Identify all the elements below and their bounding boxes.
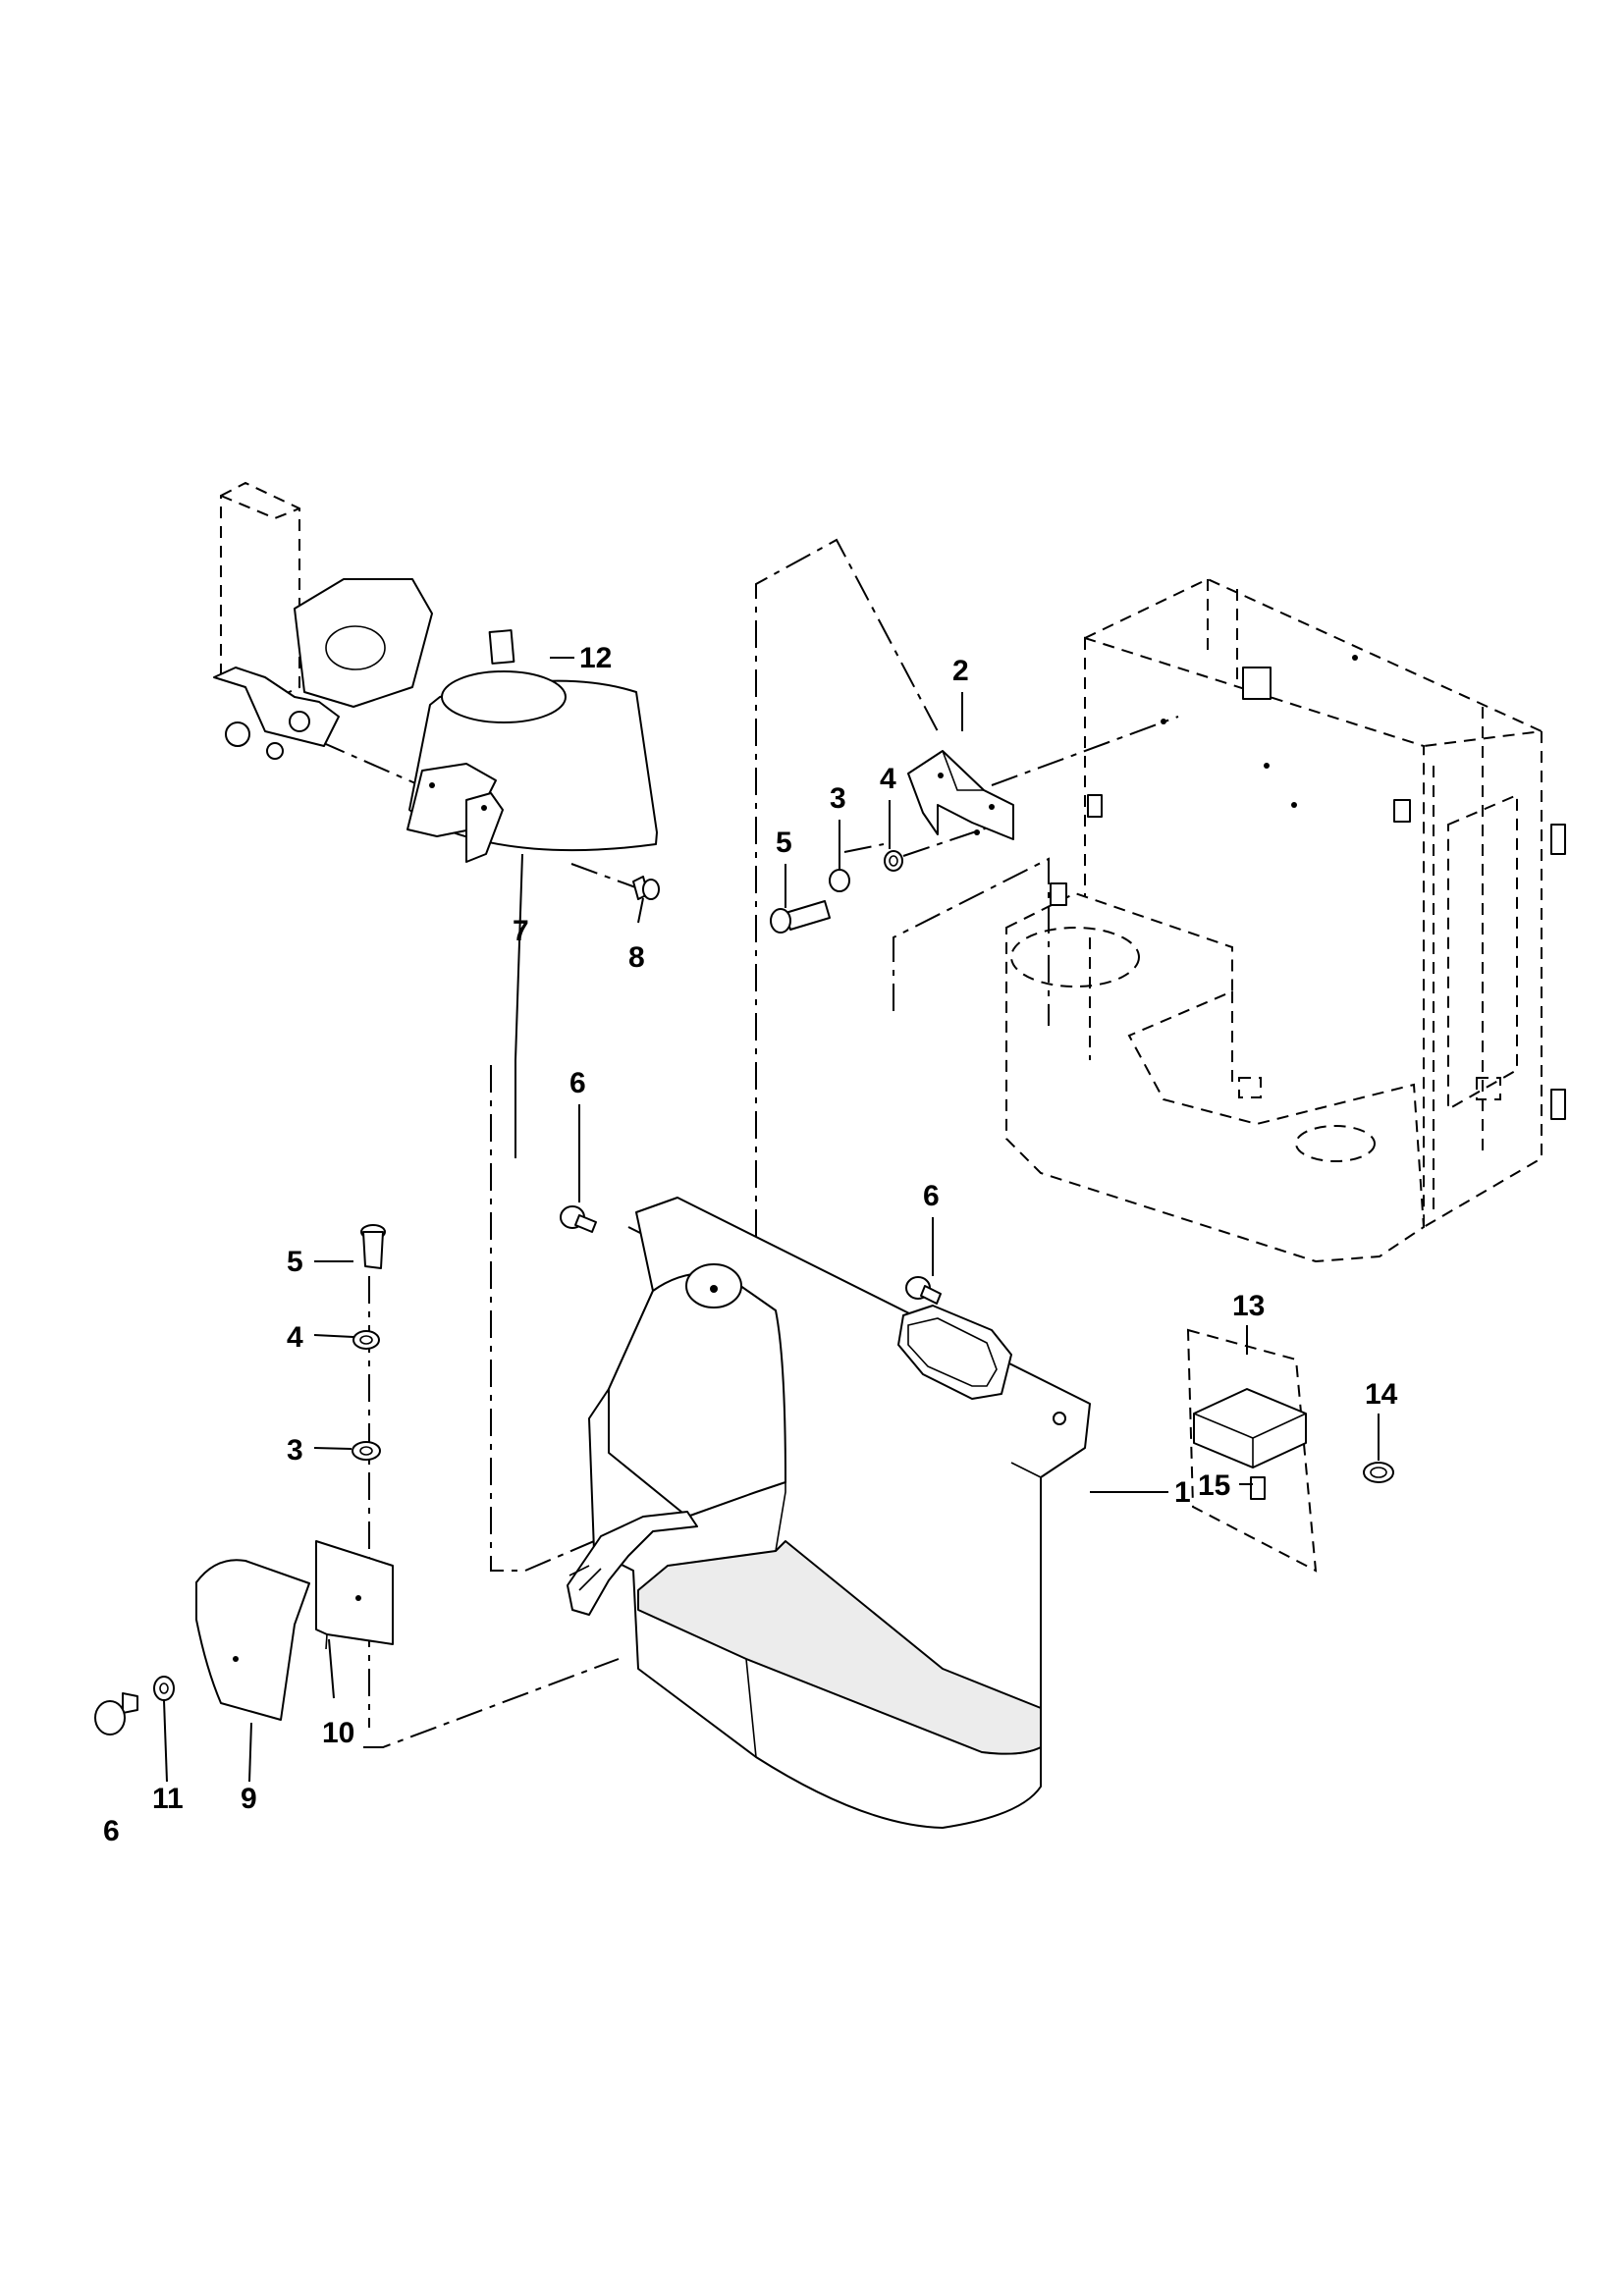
part-8-screw	[632, 876, 660, 900]
callout-10: 10	[322, 1717, 354, 1749]
fastener-3-washer-top	[829, 869, 850, 892]
part-11-washer	[153, 1676, 175, 1701]
callout-13: 13	[1232, 1290, 1265, 1322]
part-6-screw-mid	[560, 1205, 597, 1233]
callout-6-bottom: 6	[103, 1815, 120, 1847]
part-9-curved-cover	[195, 1559, 310, 1721]
fastener-3-washer-left	[352, 1441, 381, 1461]
callout-11: 11	[152, 1783, 184, 1815]
callout-6-mid: 6	[569, 1067, 586, 1099]
callout-labels: 1 2 3 4 5 6 6 7 8 12 5 4 3 10 9 11 6 13 …	[103, 642, 1398, 1847]
callout-15: 15	[1198, 1469, 1230, 1502]
fastener-4-washer-left	[352, 1330, 380, 1350]
part-1-main-shroud	[567, 1197, 1091, 1829]
callout-3-top: 3	[830, 782, 846, 815]
callout-leaders	[163, 657, 1380, 1783]
callout-4-left: 4	[287, 1321, 303, 1354]
fastener-4-washer-top-hole	[889, 855, 898, 867]
control-arm-mount	[213, 481, 433, 760]
fastener-5-bolt-top	[770, 900, 831, 934]
part-7-cone-cover	[406, 670, 658, 863]
fastener-4-washer-top	[884, 850, 903, 872]
callout-2: 2	[952, 655, 969, 687]
callout-5-left: 5	[287, 1246, 303, 1278]
callout-5-top: 5	[776, 827, 792, 859]
callout-3-left: 3	[287, 1434, 303, 1467]
callout-1: 1	[1174, 1476, 1191, 1509]
part-14-washer	[1363, 1462, 1394, 1483]
callout-8: 8	[628, 941, 645, 974]
callout-12: 12	[579, 642, 612, 674]
kit-13-box	[1186, 1328, 1318, 1573]
fastener-5-bolt-left	[360, 1224, 386, 1269]
callout-4-top: 4	[880, 763, 896, 795]
part-2-bracket	[907, 750, 1014, 840]
part-10-plate	[315, 1540, 394, 1650]
chassis-frame-phantom	[1005, 577, 1566, 1263]
part-6-knob-bottom	[94, 1692, 138, 1735]
callout-14: 14	[1365, 1378, 1398, 1411]
callout-9: 9	[241, 1783, 257, 1815]
callout-7: 7	[513, 915, 529, 947]
part-12-label-plate	[488, 629, 515, 665]
callout-6-right: 6	[923, 1180, 940, 1212]
part-6-screw-right	[905, 1276, 942, 1305]
